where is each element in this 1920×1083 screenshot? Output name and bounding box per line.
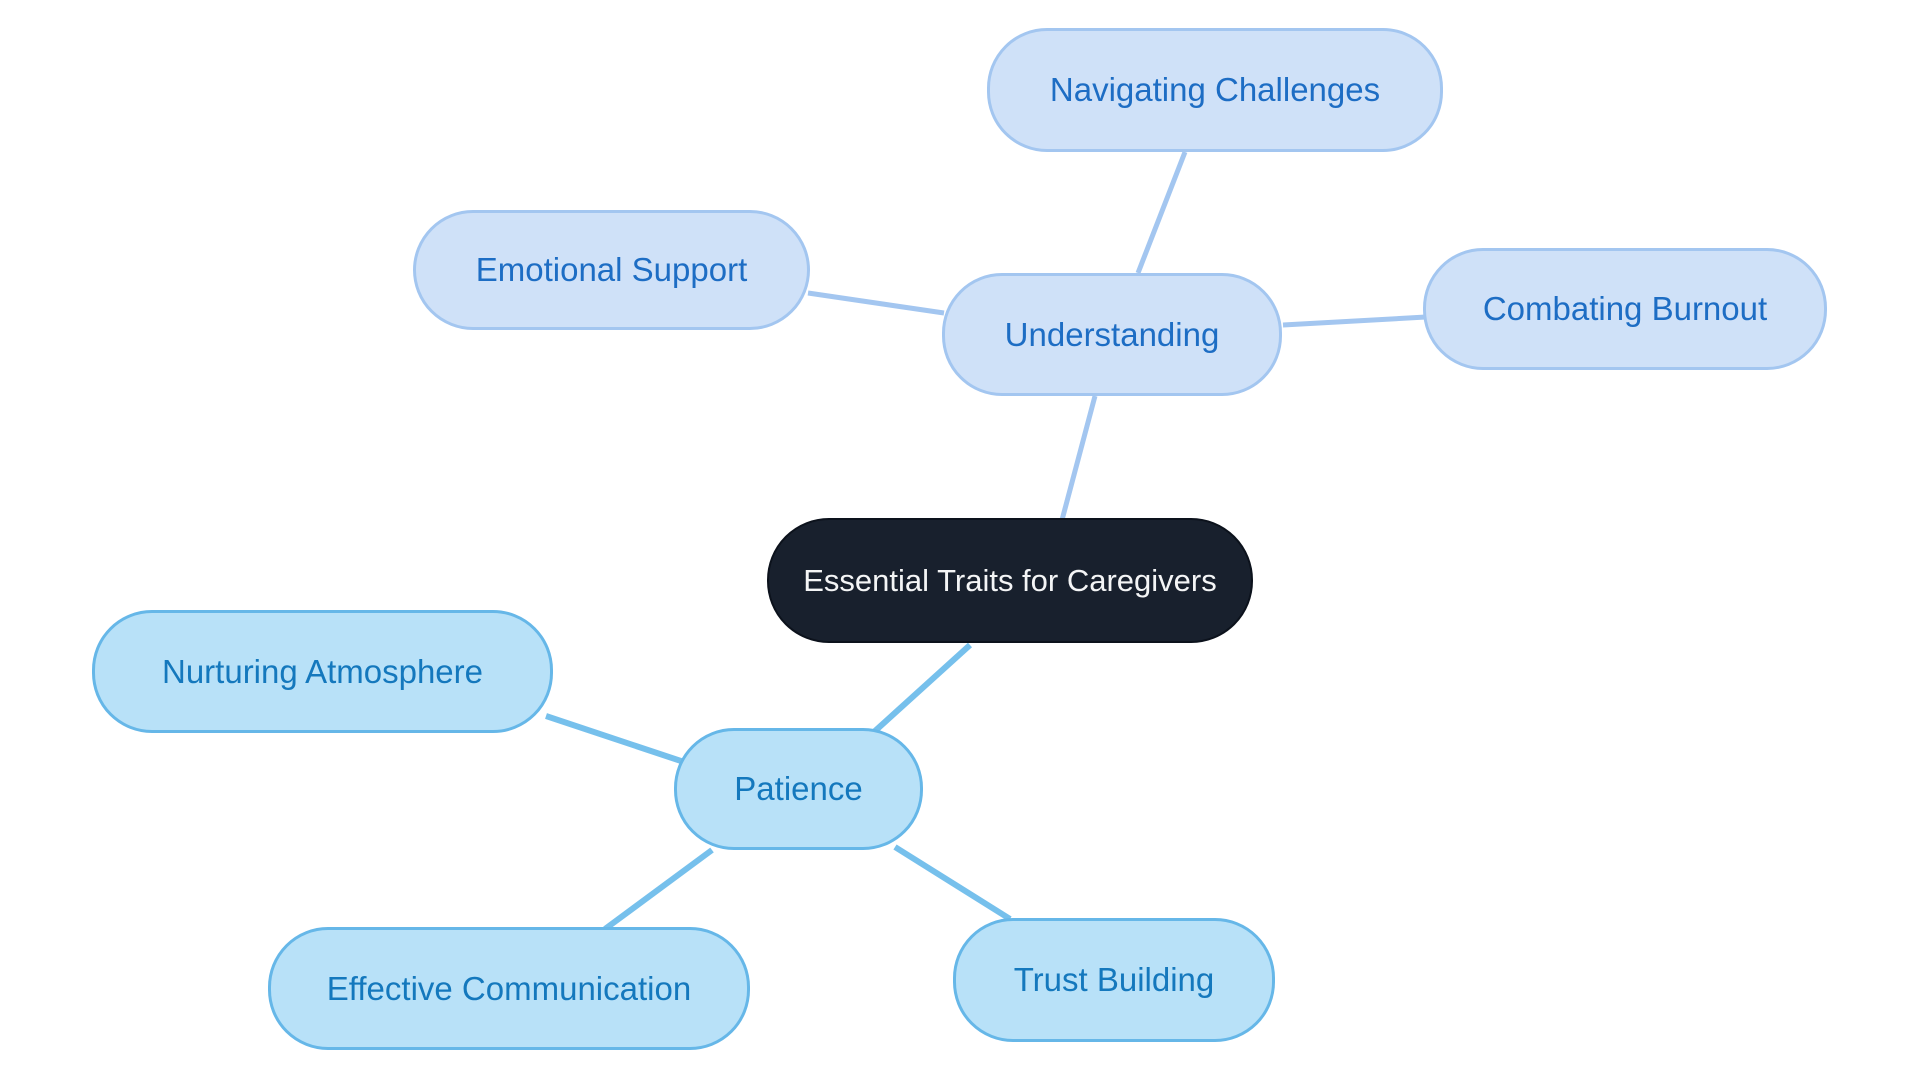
node-label: Effective Communication — [326, 969, 692, 1007]
edge-center-understanding — [1059, 395, 1098, 521]
edge-understanding-navigating-challenges — [1135, 151, 1188, 274]
node-combating-burnout[interactable]: Combating Burnout — [1423, 248, 1827, 370]
node-effective-communication[interactable]: Effective Communication — [268, 927, 750, 1050]
node-label: Emotional Support — [475, 251, 748, 288]
node-navigating-challenges[interactable]: Navigating Challenges — [987, 28, 1443, 152]
node-essential-traits-for-caregivers[interactable]: Essential Traits for Caregivers — [767, 518, 1253, 643]
edge-nurturing-atmosphere-patience — [545, 713, 691, 767]
node-trust-building[interactable]: Trust Building — [953, 918, 1275, 1042]
node-label: Navigating Challenges — [1049, 71, 1381, 108]
node-label: Trust Building — [1013, 961, 1215, 998]
node-label: Nurturing Atmosphere — [162, 652, 483, 690]
node-nurturing-atmosphere[interactable]: Nurturing Atmosphere — [92, 610, 553, 733]
node-label: Combating Burnout — [1482, 290, 1768, 327]
node-label: Understanding — [1004, 315, 1220, 353]
node-label: Patience — [734, 770, 863, 807]
edge-center-patience — [872, 642, 973, 734]
edge-patience-effective-communication — [603, 847, 714, 932]
edge-patience-trust-building — [893, 844, 1012, 922]
node-emotional-support[interactable]: Emotional Support — [413, 210, 810, 330]
node-patience[interactable]: Patience — [674, 728, 923, 850]
node-label: Essential Traits for Caregivers — [803, 562, 1217, 598]
edge-emotional-support-understanding — [807, 290, 945, 316]
edge-understanding-combating-burnout — [1282, 314, 1427, 328]
node-understanding[interactable]: Understanding — [942, 273, 1282, 396]
